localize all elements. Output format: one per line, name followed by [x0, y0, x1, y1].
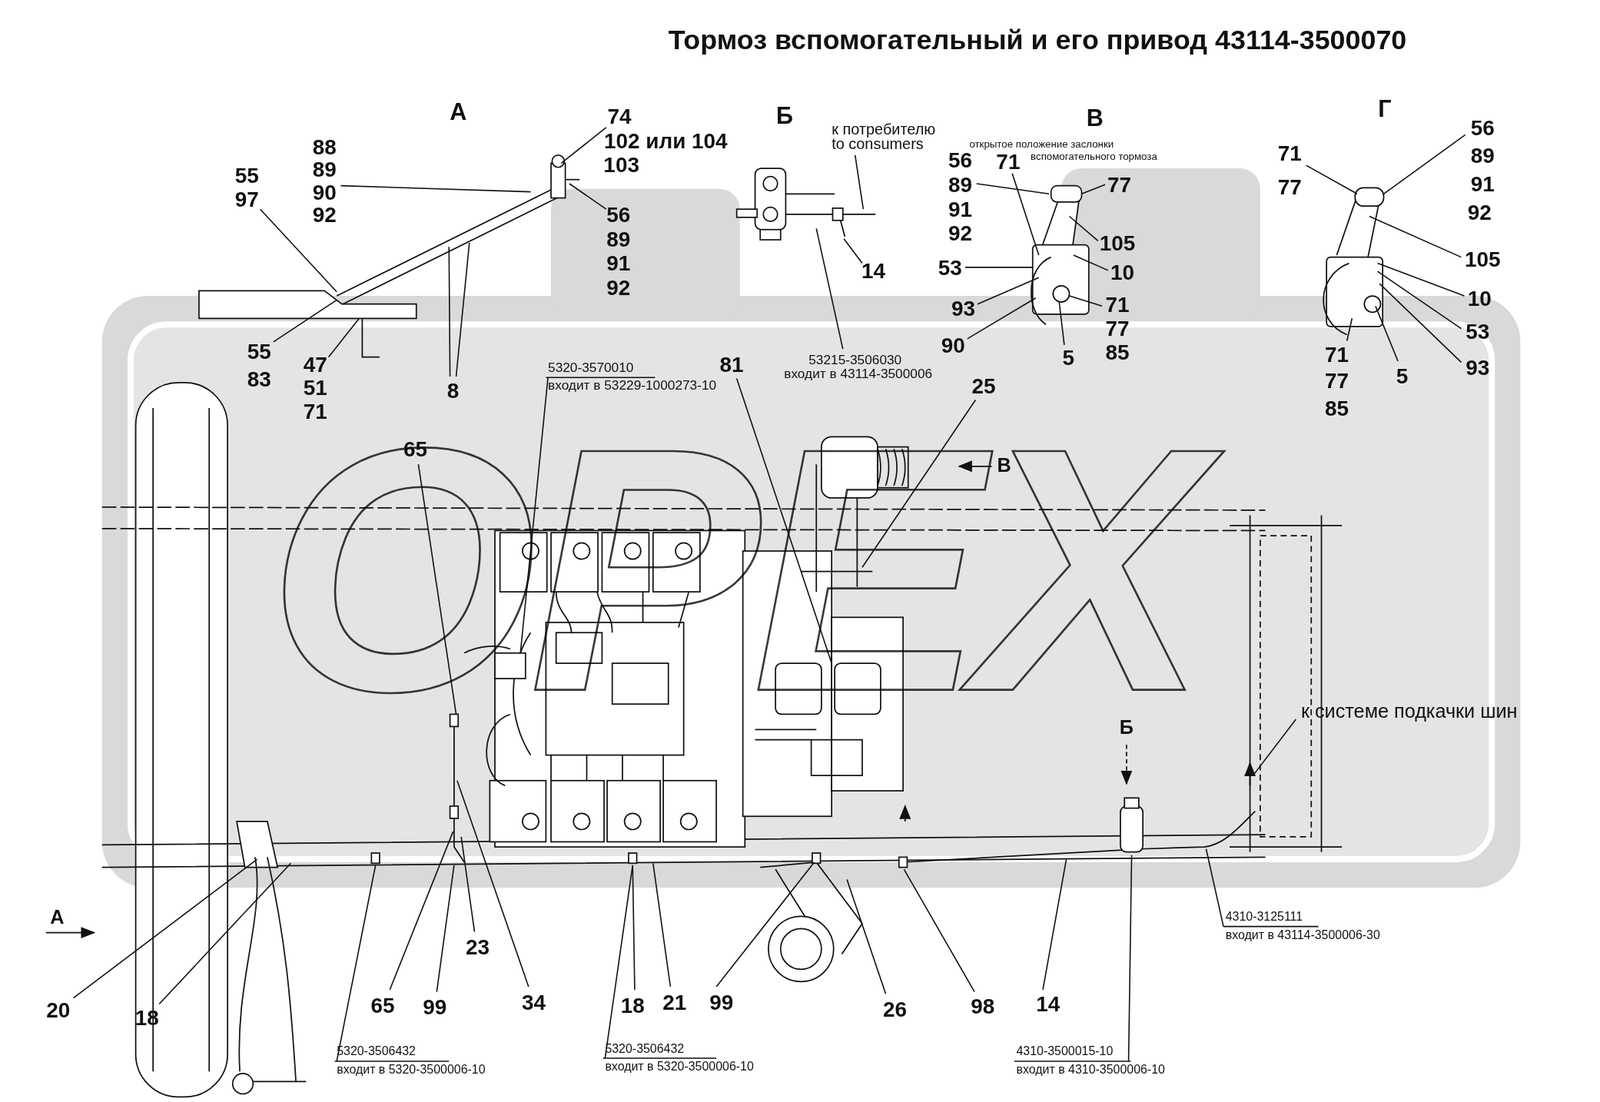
callout-number: 55	[247, 338, 272, 363]
callout-number: 88	[312, 135, 337, 160]
part-number: 4310-3500015-10	[1015, 1045, 1113, 1059]
note-text: 102 или 104	[604, 129, 728, 153]
callout-number: 93	[1465, 355, 1490, 380]
callout-number: 77	[1324, 368, 1349, 393]
callout-number: 105	[1099, 231, 1136, 256]
diagram-title: Тормоз вспомогательный и его привод 4311…	[668, 25, 1408, 56]
callout-number: 89	[1470, 142, 1495, 167]
callout-number: 65	[403, 437, 428, 462]
callout-number: 99	[709, 990, 734, 1015]
callout-number: 71	[1105, 292, 1129, 316]
callout-number: 85	[1105, 340, 1129, 365]
callout-number: 56	[606, 202, 631, 227]
view-letter: Б	[776, 103, 794, 130]
view-letter: Б	[1119, 717, 1134, 740]
callout-number: 18	[620, 993, 645, 1018]
callout-number: 91	[606, 251, 631, 276]
callout-number: 97	[235, 187, 259, 212]
note-text: to consumers	[831, 135, 924, 153]
view-letter: А	[449, 99, 467, 126]
callout-number: 21	[662, 990, 687, 1015]
note-text: вспомогательного тормоза	[1030, 150, 1158, 163]
callout-number: 5	[1062, 345, 1075, 369]
callout-number: 71	[1324, 341, 1349, 366]
callout-number: 99	[422, 995, 447, 1020]
part-number: 5320-3506432	[604, 1042, 684, 1056]
callout-number: 47	[303, 352, 328, 377]
note-text: входит в 4310-3500006-10	[1015, 1063, 1165, 1078]
callout-number: 81	[720, 352, 744, 377]
callout-number: 18	[135, 1005, 160, 1030]
callout-number: 10	[1467, 285, 1492, 310]
callout-number: 93	[951, 296, 976, 321]
part-number: 5320-3506432	[336, 1045, 416, 1059]
callout-number: 53	[1465, 319, 1490, 344]
view-letter: В	[1086, 105, 1104, 132]
callout-number: 89	[606, 226, 631, 251]
part-number: 53215-3506030	[808, 352, 902, 368]
callout-number: 14	[861, 258, 886, 283]
callout-number: 20	[46, 998, 70, 1023]
callout-number: 71	[1278, 141, 1302, 166]
callout-number: 65	[370, 993, 395, 1018]
callout-number: 23	[465, 935, 490, 960]
note-text: к системе подкачки шин	[1301, 701, 1518, 724]
callout-number: 91	[948, 197, 973, 222]
callout-number: 53	[938, 255, 963, 280]
callout-number: 56	[948, 148, 973, 173]
callout-number: 103	[603, 152, 640, 176]
callout-number: 71	[303, 399, 328, 424]
callout-number: 105	[1464, 247, 1501, 272]
callout-number: 74	[607, 104, 631, 129]
callout-number: 5	[1396, 363, 1409, 388]
note-text: входит в 5320-3500006-10	[336, 1063, 485, 1078]
callout-number: 14	[1035, 992, 1060, 1016]
callout-number: 25	[972, 374, 996, 399]
callout-number: 77	[1278, 175, 1302, 200]
callout-number: 56	[1470, 116, 1495, 140]
note-text: входит в 5320-3500006-10	[604, 1060, 754, 1075]
part-number: 5320-3570010	[547, 361, 634, 376]
callout-number: 83	[247, 366, 272, 391]
callout-number: 51	[303, 375, 328, 400]
note-text: входит в 53229-1000273-10	[547, 378, 717, 393]
callout-number: 92	[1467, 200, 1492, 225]
view-letter: Г	[1377, 96, 1391, 123]
callout-number: 85	[1324, 396, 1349, 421]
callout-number: 90	[312, 179, 337, 204]
note-text: открытое положение заслонки	[969, 138, 1114, 150]
note-text: входит в 43114-3500006	[783, 367, 933, 382]
callout-number: 77	[1107, 172, 1132, 197]
callout-number: 89	[948, 172, 973, 197]
callout-number: 92	[312, 202, 337, 227]
callout-number: 89	[312, 157, 337, 182]
callout-number: 90	[941, 332, 966, 357]
callout-number: 92	[948, 220, 973, 245]
callout-number: 92	[606, 275, 631, 300]
callout-number: 71	[995, 149, 1020, 173]
callout-number: 34	[521, 990, 546, 1015]
part-number: 4310-3125111	[1225, 910, 1303, 925]
callout-number: 8	[447, 378, 460, 403]
view-letter: В	[996, 455, 1011, 478]
view-letter: А	[49, 907, 64, 930]
note-text: входит в 43114-3500006-30	[1225, 929, 1381, 943]
callout-number: 10	[1110, 260, 1135, 285]
callout-number: 98	[970, 994, 995, 1019]
callout-number: 55	[235, 163, 259, 188]
callout-number: 77	[1105, 316, 1129, 341]
callout-number: 26	[882, 997, 907, 1022]
callout-number: 91	[1470, 172, 1495, 196]
